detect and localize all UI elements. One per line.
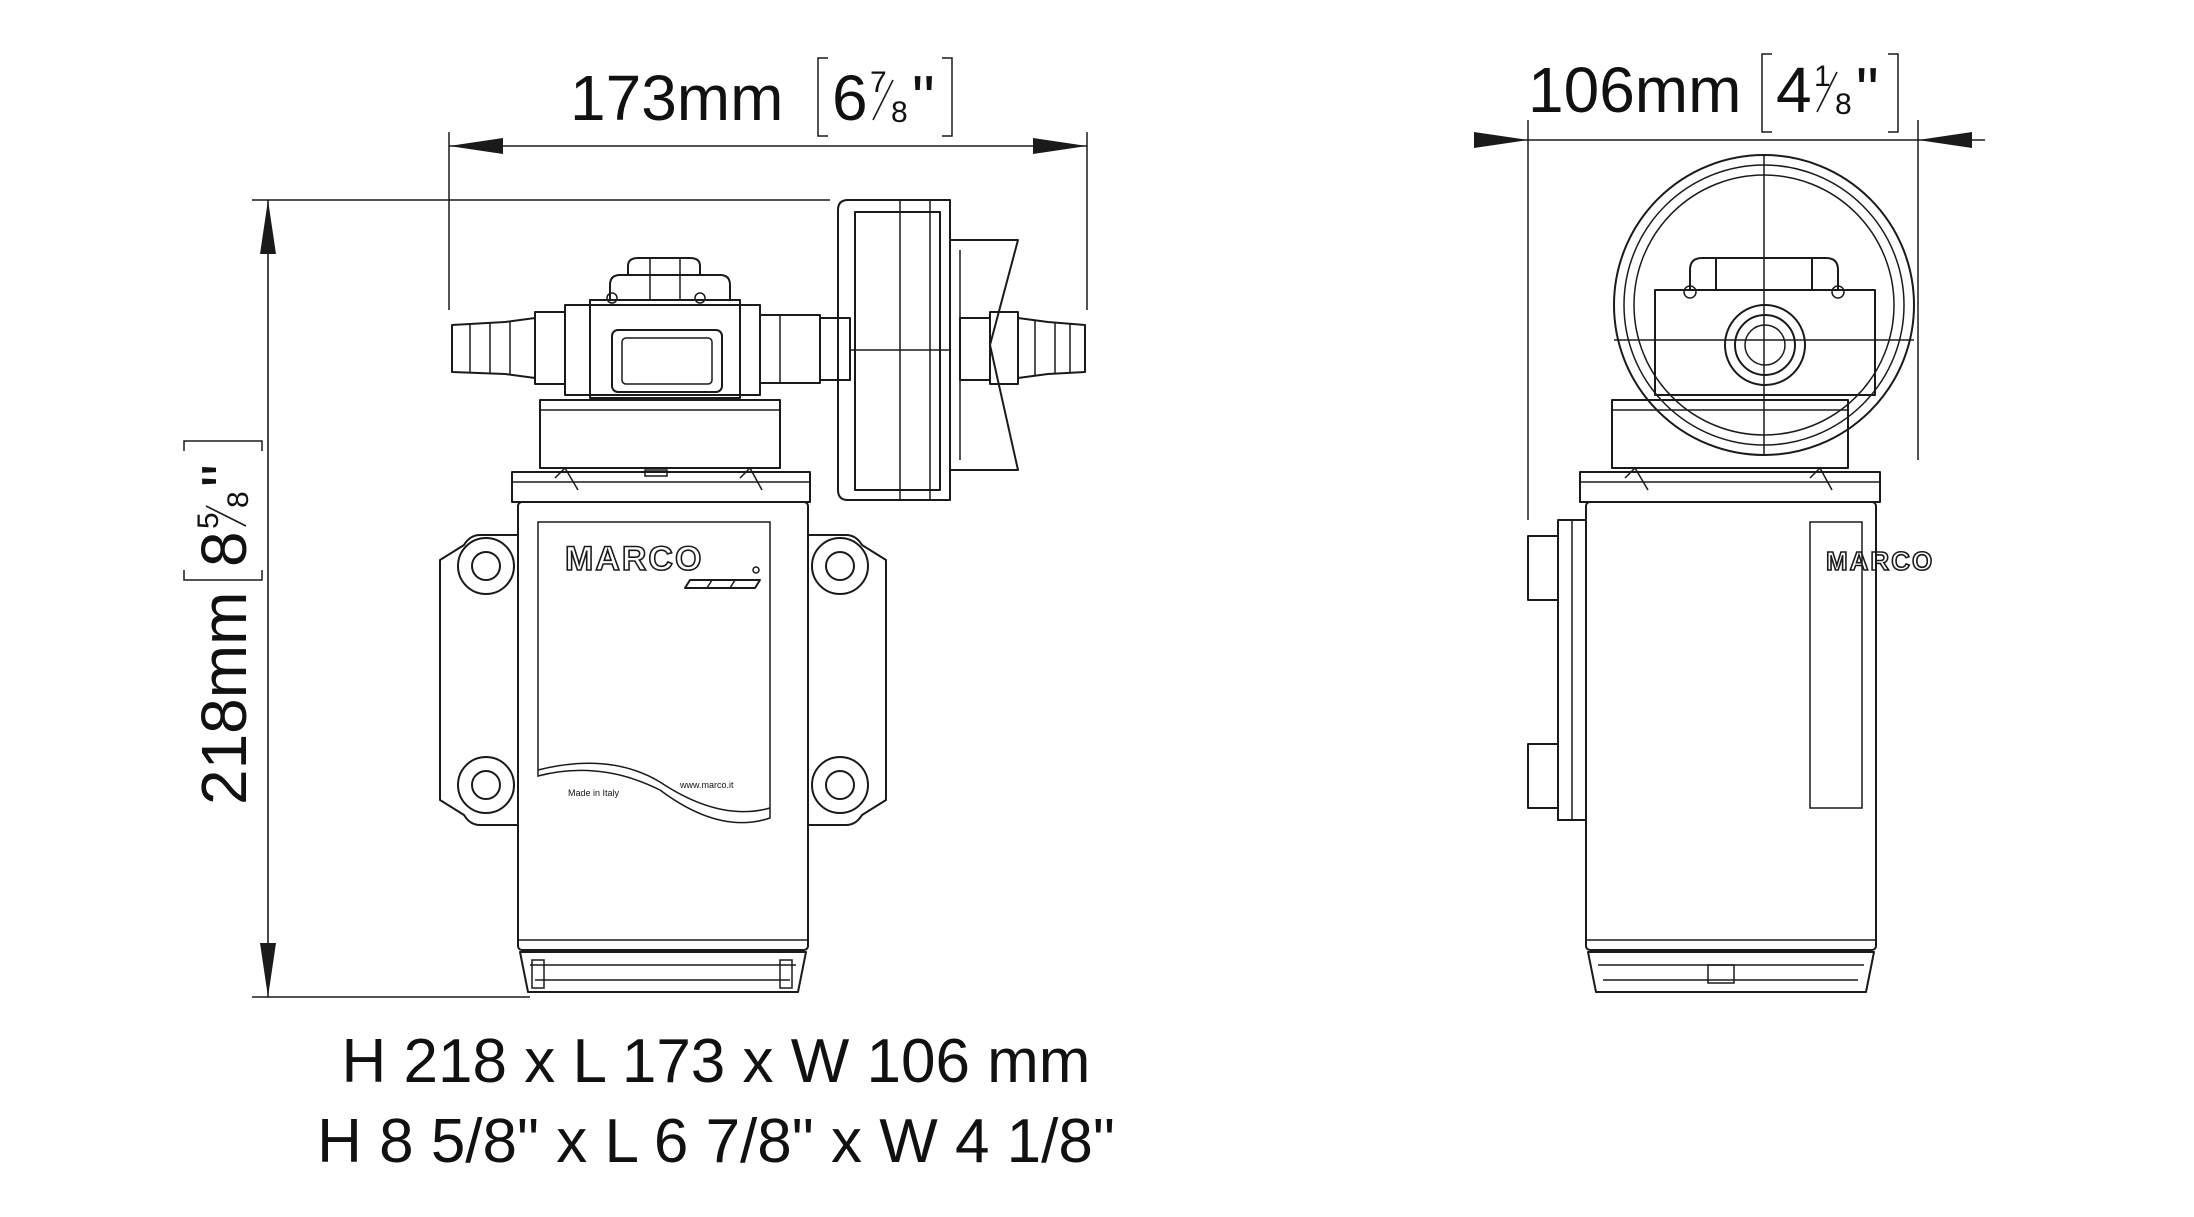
height-dimension: 218mm 8 5 8 " [183, 199, 830, 998]
width-inch-denominator: 8 [1835, 88, 1852, 121]
height-inch-denominator: 8 [222, 491, 255, 508]
marco-logo: MARCO Made in Italy www.marco.it [564, 539, 761, 798]
width-dimension: 106mm 4 1 8 " [1474, 53, 1985, 520]
height-mm-label: 218mm [188, 592, 260, 805]
width-inch-mark: " [1856, 54, 1879, 126]
length-dimension: 173mm 6 7 8 " [448, 57, 1088, 310]
mounting-bracket-right [807, 534, 887, 826]
outlet-connector [759, 314, 851, 384]
length-inch-numerator: 7 [870, 66, 887, 99]
side-motor-body: MARCO [1585, 501, 1934, 993]
front-view: 173mm 6 7 8 " 218mm 8 5 8 " [183, 57, 1088, 998]
summary-imperial: H 8 5/8" x L 6 7/8" x W 4 1/8" [317, 1107, 1115, 1176]
outlet-hose-barb [989, 311, 1086, 385]
motor-flange [511, 399, 811, 503]
length-inch-whole: 6 [832, 62, 868, 134]
inlet-hose-barb [451, 311, 566, 385]
length-inch-mark: " [912, 62, 935, 134]
width-mm-label: 106mm [1528, 54, 1741, 126]
height-inch-numerator: 5 [192, 512, 225, 529]
width-inch-numerator: 1 [1814, 60, 1831, 93]
height-inch-whole: 8 [188, 531, 260, 567]
marco-logo-text: MARCO [565, 540, 703, 578]
side-pump-head [1654, 257, 1876, 396]
width-inch-whole: 4 [1776, 54, 1812, 126]
website-label: www.marco.it [679, 780, 734, 790]
length-mm-label: 173mm [570, 62, 783, 134]
side-mounting-bracket [1527, 519, 1587, 821]
summary-metric: H 218 x L 173 x W 106 mm [342, 1027, 1091, 1096]
mounting-bracket-left [439, 534, 519, 826]
pump-head [564, 257, 761, 399]
side-view: 106mm 4 1 8 " [1474, 53, 1985, 993]
made-in-italy-label: Made in Italy [568, 788, 620, 798]
side-logo-text: MARCO [1826, 546, 1934, 576]
height-inch-mark: " [188, 464, 260, 487]
dimension-summary: H 218 x L 173 x W 106 mm H 8 5/8" x L 6 … [317, 1027, 1115, 1176]
motor-body [517, 501, 809, 993]
filter-cover [1613, 154, 1915, 456]
length-inch-denominator: 8 [891, 96, 908, 129]
